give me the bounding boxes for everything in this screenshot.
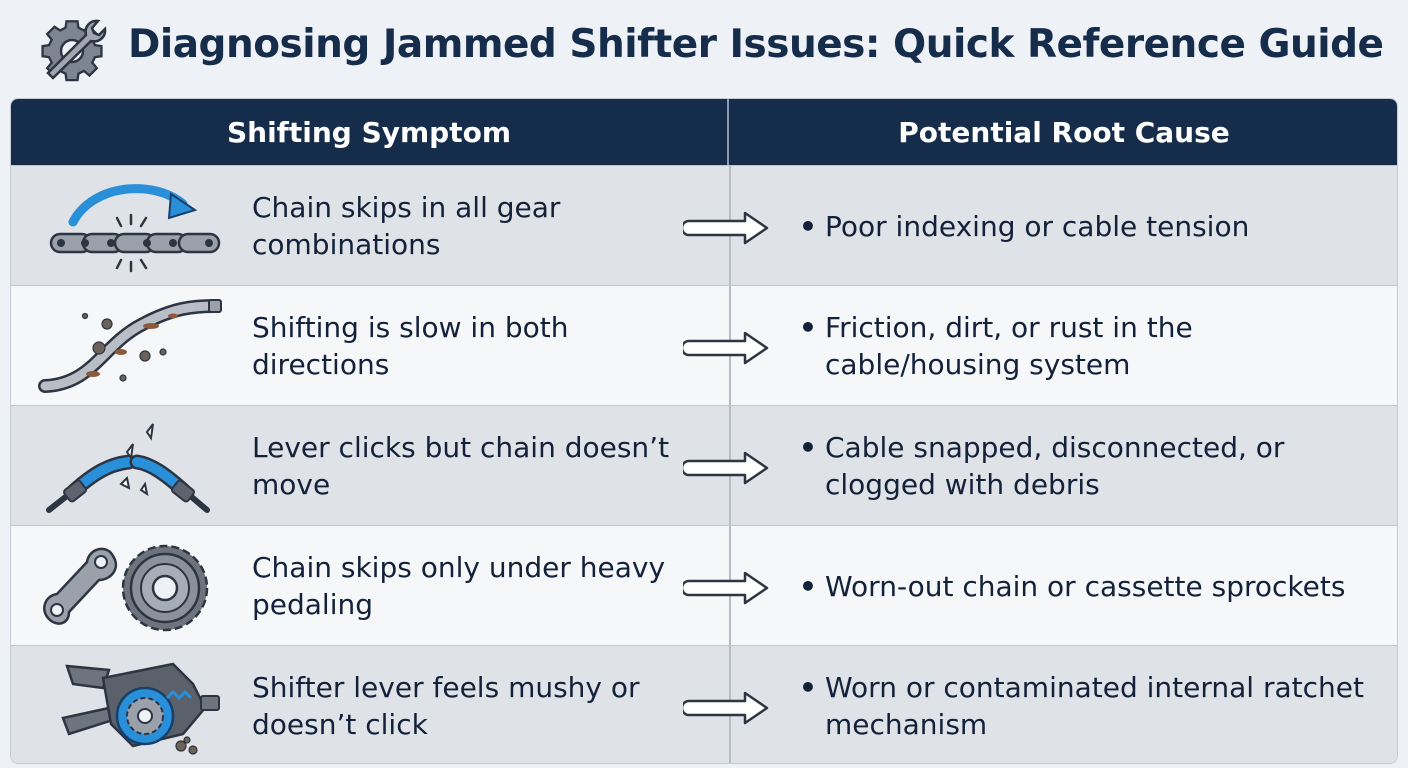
symptom-text: Chain skips only under heavy pedaling	[252, 551, 666, 621]
table-row: Chain skips only under heavy pedaling •W…	[11, 525, 1397, 645]
shifter-mechanism-icon	[61, 662, 220, 755]
symptom-text: Lever clicks but chain doesn’t move	[252, 431, 670, 501]
cause-text: •Poor indexing or cable tension	[799, 209, 1250, 243]
table-header: Shifting Symptom Potential Root Cause	[11, 99, 1397, 165]
table-row: Chain skips in all gear combinations •Po…	[11, 165, 1397, 285]
cause-label: Friction, dirt, or rust in the cable/hou…	[825, 311, 1193, 381]
header-symptom: Shifting Symptom	[11, 99, 729, 165]
page-title: Diagnosing Jammed Shifter Issues: Quick …	[128, 22, 1384, 67]
cause-text: •Worn-out chain or cassette sprockets	[799, 569, 1346, 603]
gear-wrench-icon	[41, 19, 107, 82]
cause-label: Poor indexing or cable tension	[825, 209, 1250, 243]
title-bar: Diagnosing Jammed Shifter Issues: Quick …	[0, 0, 1408, 98]
symptom-text: Chain skips in all gear combinations	[252, 191, 561, 261]
cause-label: Worn or contaminated internal ratchet me…	[825, 671, 1364, 741]
arrow-right-icon	[683, 691, 769, 725]
cause-text: •Worn or contaminated internal ratchet m…	[799, 646, 1389, 763]
header-cause: Potential Root Cause	[898, 115, 1230, 149]
symptom-text: Shifter lever feels mushy or doesn’t cli…	[252, 671, 640, 741]
snapped-cable-icon	[46, 423, 210, 513]
rusty-cable-icon	[38, 299, 222, 393]
arrow-right-icon	[683, 451, 769, 485]
cause-label: Worn-out chain or cassette sprockets	[825, 569, 1346, 603]
table-row: Lever clicks but chain doesn’t move •Cab…	[11, 405, 1397, 526]
arrow-right-icon	[683, 331, 769, 365]
chain-link-cassette-icon	[43, 544, 209, 632]
cause-text: •Cable snapped, disconnected, or clogged…	[799, 406, 1389, 526]
cause-label: Cable snapped, disconnected, or clogged …	[825, 431, 1285, 501]
arrow-right-icon	[683, 571, 769, 605]
table-row: Shifting is slow in both directions •Fri…	[11, 285, 1397, 406]
chain-skip-icon	[49, 184, 221, 273]
cause-text: •Friction, dirt, or rust in the cable/ho…	[799, 286, 1389, 406]
arrow-right-icon	[683, 211, 769, 245]
table-row: Shifter lever feels mushy or doesn’t cli…	[11, 645, 1397, 763]
reference-table: Shifting Symptom Potential Root Cause	[10, 98, 1398, 764]
symptom-text: Shifting is slow in both directions	[252, 311, 569, 381]
